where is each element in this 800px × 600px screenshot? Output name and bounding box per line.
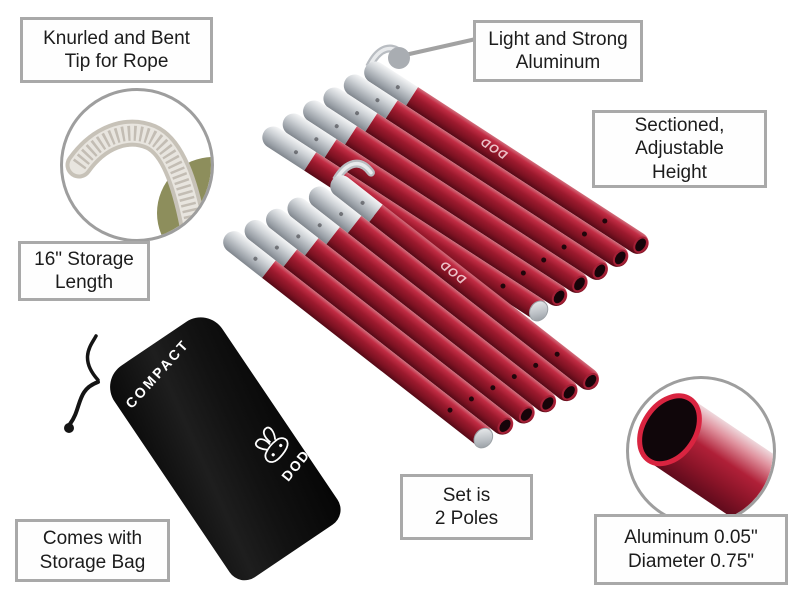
pole-hole bbox=[519, 269, 527, 277]
callout-storage-length: 16" Storage Length bbox=[18, 241, 150, 301]
pole-open-end bbox=[537, 392, 559, 415]
bag-brand-logo: DOD bbox=[230, 400, 330, 505]
pole-open-end bbox=[548, 285, 570, 308]
callout-storage-bag: Comes with Storage Bag bbox=[15, 519, 170, 582]
callout-light-strong: Light and Strong Aluminum bbox=[473, 20, 643, 82]
inset-tube-cross-section bbox=[626, 376, 776, 526]
pole-hole bbox=[553, 350, 561, 358]
pole-set-lower: DOD bbox=[214, 140, 615, 497]
pole-open-end bbox=[630, 233, 651, 256]
pole-hole bbox=[467, 395, 475, 403]
callout-set-count: Set is 2 Poles bbox=[400, 474, 533, 540]
pole-hole bbox=[510, 373, 518, 381]
pole-open-end bbox=[558, 381, 580, 404]
callout-sectioned-height: Sectioned, Adjustable Height bbox=[592, 110, 767, 188]
pole-hole bbox=[601, 217, 609, 225]
pole-open-end bbox=[609, 246, 631, 269]
tube-cross-section-icon bbox=[637, 393, 773, 523]
pole-hole bbox=[446, 406, 454, 414]
pole-hole bbox=[540, 256, 548, 264]
dod-rabbit-logo-icon bbox=[254, 426, 289, 463]
pole-hole bbox=[532, 361, 540, 369]
pole-open-end bbox=[494, 414, 516, 437]
pole-hole bbox=[560, 243, 568, 251]
pole-hole bbox=[580, 230, 588, 238]
knurled-tip-photo-icon bbox=[65, 119, 211, 239]
pole-hole bbox=[499, 282, 507, 290]
pole-open-end bbox=[589, 259, 611, 282]
pole-hole bbox=[489, 384, 497, 392]
callout-diameter: Aluminum 0.05" Diameter 0.75" bbox=[594, 514, 788, 585]
pole-open-end bbox=[580, 369, 602, 393]
callout-knurled-tip: Knurled and Bent Tip for Rope bbox=[20, 17, 213, 83]
inset-knurled-tip bbox=[60, 88, 214, 242]
pole-open-end bbox=[569, 272, 590, 295]
drawstring-cord-icon bbox=[64, 334, 100, 433]
pole-open-end bbox=[515, 403, 538, 426]
pole: DOD bbox=[325, 159, 604, 395]
